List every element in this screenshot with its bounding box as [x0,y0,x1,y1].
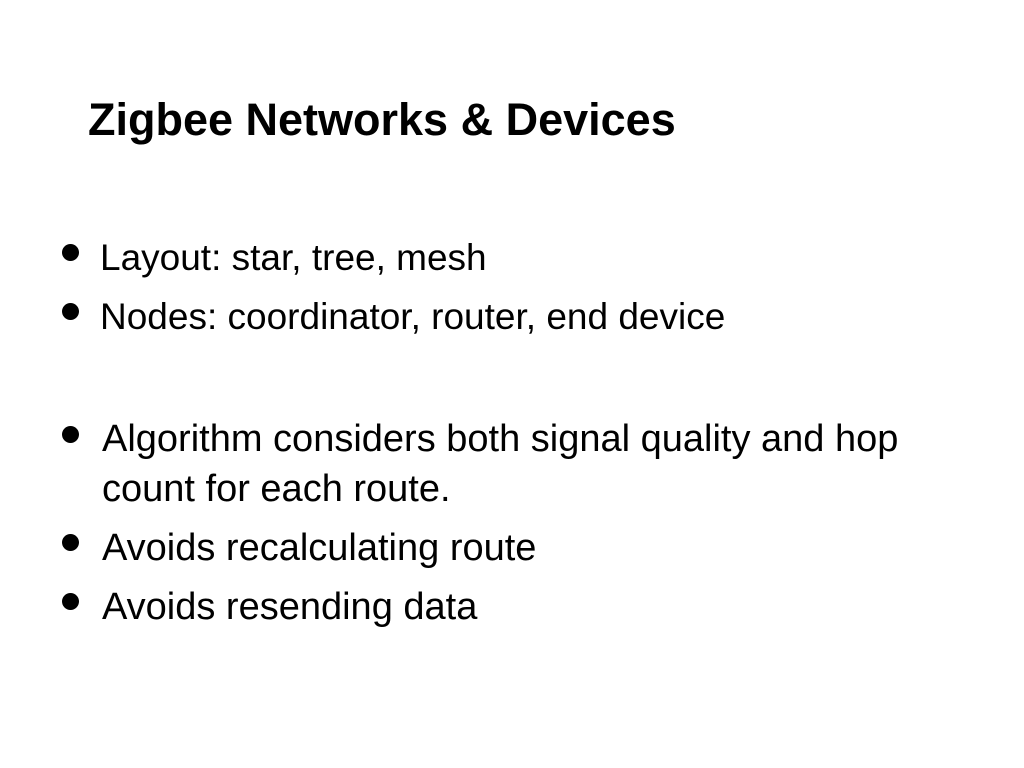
bullet-item-resending: Avoids resending data [60,581,960,633]
bullet-text: Avoids recalculating route [102,527,537,569]
slide-title: Zigbee Networks & Devices [88,94,676,145]
bullet-icon [62,426,79,443]
bullet-list-routing: Algorithm considers both signal quality … [60,414,960,640]
bullet-list-topology: Layout: star, tree, mesh Nodes: coordina… [60,232,960,350]
bullet-icon [62,303,79,320]
bullet-text: Avoids resending data [102,586,478,628]
bullet-item-nodes: Nodes: coordinator, router, end device [60,291,960,343]
bullet-icon [62,244,79,261]
bullet-icon [62,534,79,551]
bullet-item-layout: Layout: star, tree, mesh [60,232,960,284]
bullet-icon [62,593,79,610]
bullet-text: Layout: star, tree, mesh [100,237,487,278]
bullet-text: Nodes: coordinator, router, end device [100,296,726,337]
bullet-text: Algorithm considers both signal quality … [102,418,899,510]
bullet-item-recalculating: Avoids recalculating route [60,522,960,574]
bullet-item-algorithm: Algorithm considers both signal quality … [60,414,960,514]
